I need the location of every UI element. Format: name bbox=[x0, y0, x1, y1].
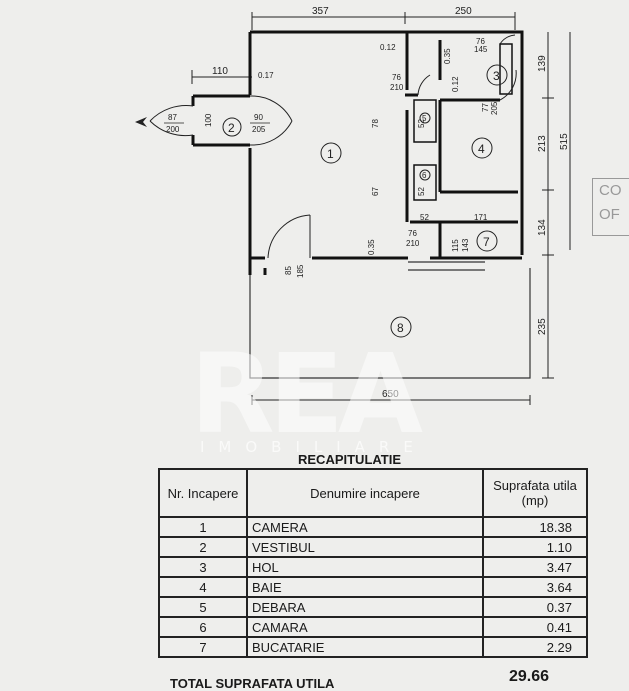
cell-nr: 7 bbox=[158, 636, 248, 658]
cell-area: 0.37 bbox=[482, 596, 588, 618]
dim-235: 235 bbox=[537, 318, 548, 335]
cell-name: VESTIBUL bbox=[246, 536, 484, 558]
room-number-7: 7 bbox=[483, 235, 490, 249]
label-012: 0.12 bbox=[380, 43, 396, 52]
dim-139: 139 bbox=[537, 55, 548, 72]
label-52b: 52 bbox=[417, 187, 426, 196]
cell-nr: 1 bbox=[158, 516, 248, 538]
label-012b: 0.12 bbox=[451, 76, 460, 92]
cell-name: BUCATARIE bbox=[246, 636, 484, 658]
label-77: 77 bbox=[481, 103, 490, 112]
cell-area: 18.38 bbox=[482, 516, 588, 538]
label-115: 115 bbox=[451, 239, 460, 252]
watermark-logo: REA bbox=[190, 330, 423, 458]
header-area: Suprafata utila (mp) bbox=[482, 468, 588, 518]
cell-nr: 4 bbox=[158, 576, 248, 598]
cell-name: DEBARA bbox=[246, 596, 484, 618]
label-52a: 52 bbox=[417, 119, 426, 128]
label-100: 100 bbox=[204, 113, 213, 127]
label-035b: 0.35 bbox=[367, 239, 376, 255]
label-035a: 0.35 bbox=[443, 48, 452, 64]
cell-name: BAIE bbox=[246, 576, 484, 598]
label-90: 90 bbox=[254, 113, 263, 122]
room-number-4: 4 bbox=[478, 142, 485, 156]
label-143: 143 bbox=[461, 238, 470, 252]
recap-table: Nr. Incapere Denumire incapere Suprafata… bbox=[158, 468, 588, 658]
room-number-6: 6 bbox=[422, 171, 427, 180]
cell-area: 0.41 bbox=[482, 616, 588, 638]
cell-area: 3.64 bbox=[482, 576, 588, 598]
dim-213: 213 bbox=[537, 135, 548, 152]
label-200: 200 bbox=[166, 125, 180, 134]
total-label: TOTAL SUPRAFATA UTILA bbox=[170, 676, 335, 691]
label-210b: 210 bbox=[406, 239, 420, 248]
header-nr: Nr. Incapere bbox=[158, 468, 248, 518]
label-87: 87 bbox=[168, 113, 177, 122]
label-185: 185 bbox=[296, 264, 305, 278]
header-name: Denumire incapere bbox=[246, 468, 484, 518]
dim-top-left: 357 bbox=[312, 6, 329, 17]
label-205: 205 bbox=[252, 125, 266, 134]
stamp-fragment: CO OF bbox=[592, 178, 629, 236]
dim-515: 515 bbox=[559, 133, 570, 150]
label-67: 67 bbox=[371, 187, 380, 196]
recap-title: RECAPITULATIE bbox=[298, 452, 402, 467]
label-78: 78 bbox=[371, 119, 380, 128]
label-85: 85 bbox=[284, 266, 293, 275]
cell-nr: 6 bbox=[158, 616, 248, 638]
label-145: 145 bbox=[474, 45, 488, 54]
cell-area: 2.29 bbox=[482, 636, 588, 658]
cell-name: CAMARA bbox=[246, 616, 484, 638]
label-76a: 76 bbox=[392, 73, 401, 82]
room-number-8: 8 bbox=[397, 321, 404, 335]
label-76b: 76 bbox=[408, 229, 417, 238]
dim-134: 134 bbox=[537, 219, 548, 236]
room-number-1: 1 bbox=[327, 147, 334, 161]
dim-top-right: 250 bbox=[455, 6, 472, 17]
dim-total-width: 650 bbox=[382, 389, 399, 400]
label-76-top: 76 bbox=[476, 37, 485, 46]
label-171: 171 bbox=[474, 213, 488, 222]
label-017: 0.17 bbox=[258, 71, 274, 80]
cell-area: 1.10 bbox=[482, 536, 588, 558]
total-value: 29.66 bbox=[509, 668, 550, 685]
room-number-2: 2 bbox=[228, 121, 235, 135]
label-52: 52 bbox=[420, 213, 429, 222]
cell-area: 3.47 bbox=[482, 556, 588, 578]
label-210a: 210 bbox=[390, 83, 404, 92]
dim-vest-width: 110 bbox=[212, 66, 228, 77]
room-number-3: 3 bbox=[493, 69, 500, 83]
cell-name: HOL bbox=[246, 556, 484, 578]
floor-plan: 357 250 650 110 515 213 134 235 139 87 2… bbox=[135, 6, 571, 405]
cell-nr: 2 bbox=[158, 536, 248, 558]
label-205: 205 bbox=[490, 101, 499, 115]
watermark-subtitle: IMOBILIARE bbox=[200, 438, 427, 456]
room-number-5: 5 bbox=[422, 114, 427, 123]
cell-nr: 5 bbox=[158, 596, 248, 618]
cell-nr: 3 bbox=[158, 556, 248, 578]
cell-name: CAMERA bbox=[246, 516, 484, 538]
